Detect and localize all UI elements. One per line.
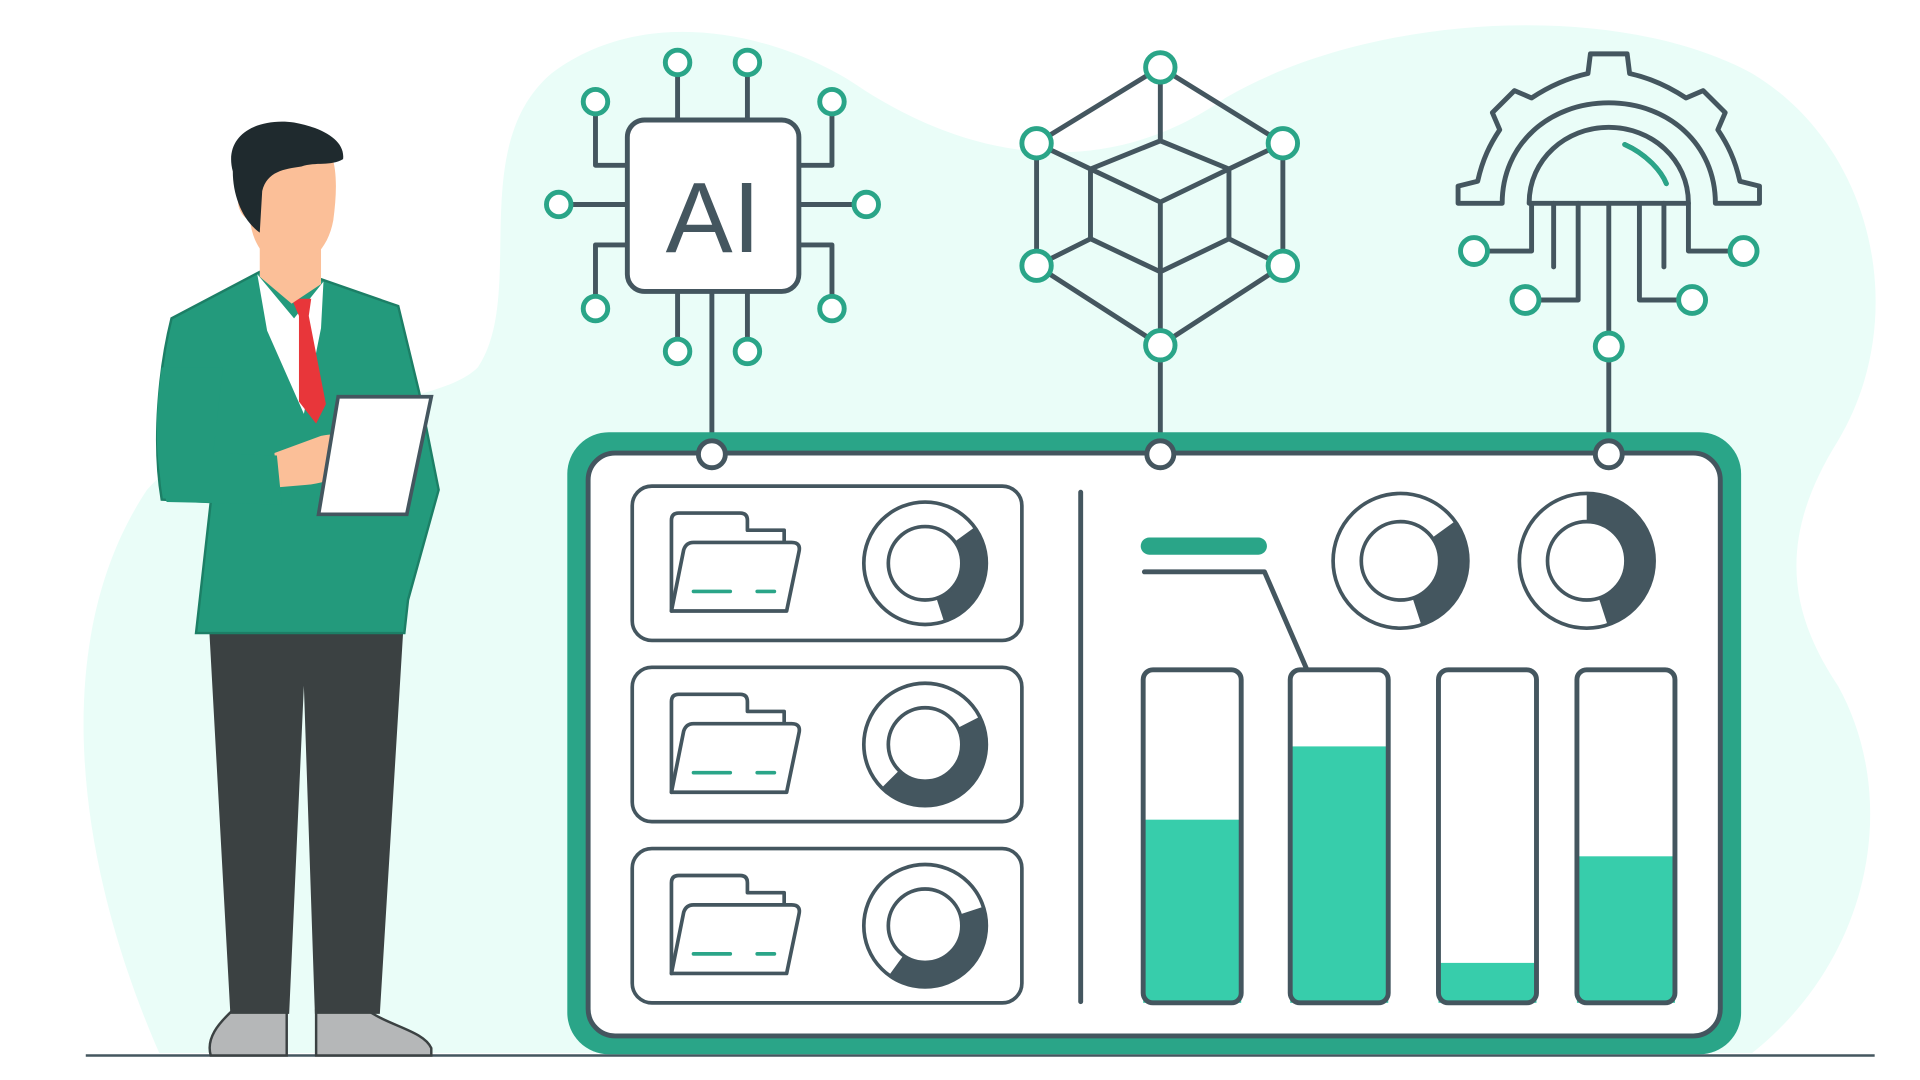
donut-segment bbox=[881, 716, 987, 806]
folder-icon bbox=[669, 903, 802, 976]
tablet bbox=[316, 394, 434, 517]
bar-outline bbox=[1287, 667, 1391, 1006]
bar-fill bbox=[1438, 962, 1537, 1003]
folder-icon-back bbox=[669, 692, 787, 795]
network-cube-icon bbox=[1019, 50, 1301, 363]
folder-icon-back bbox=[669, 511, 787, 613]
file-row bbox=[630, 484, 1024, 643]
level-bar bbox=[1140, 667, 1244, 1006]
bar-outline bbox=[1436, 667, 1539, 1006]
ai-chip-icon: AI bbox=[544, 47, 881, 367]
gauge bbox=[1517, 491, 1656, 630]
gauge bbox=[1331, 491, 1470, 630]
gear-circuit-icon bbox=[1455, 51, 1762, 363]
level-bar bbox=[1287, 667, 1391, 1006]
level-bar bbox=[1574, 667, 1678, 1006]
pants bbox=[208, 612, 405, 1014]
donut-hole bbox=[886, 705, 964, 784]
folder-icon-back bbox=[669, 873, 787, 976]
file-row bbox=[630, 665, 1024, 824]
tie bbox=[291, 298, 326, 424]
bar-fill bbox=[1143, 819, 1242, 1003]
donut-hole bbox=[1359, 519, 1442, 602]
bar-fill bbox=[1576, 856, 1675, 1003]
shoe-left bbox=[208, 1008, 288, 1057]
ai-chip-label: AI bbox=[666, 162, 761, 274]
hair bbox=[231, 121, 344, 233]
donut-hole bbox=[886, 524, 964, 602]
donut-segment bbox=[1586, 493, 1655, 625]
folder-icon bbox=[669, 540, 802, 613]
donut-hole bbox=[1545, 519, 1628, 602]
file-row bbox=[630, 846, 1024, 1005]
donut-segment bbox=[1412, 521, 1468, 625]
jacket-sleeve bbox=[156, 367, 282, 505]
businessman-figure bbox=[156, 121, 440, 1057]
donut-hole bbox=[886, 887, 964, 965]
folder-icon bbox=[669, 721, 802, 795]
bar-fill bbox=[1290, 746, 1389, 1003]
bar-track bbox=[1438, 669, 1537, 1003]
bar-outline bbox=[1140, 667, 1244, 1006]
bar-outline bbox=[1574, 667, 1678, 1006]
level-bar bbox=[1436, 667, 1539, 1006]
